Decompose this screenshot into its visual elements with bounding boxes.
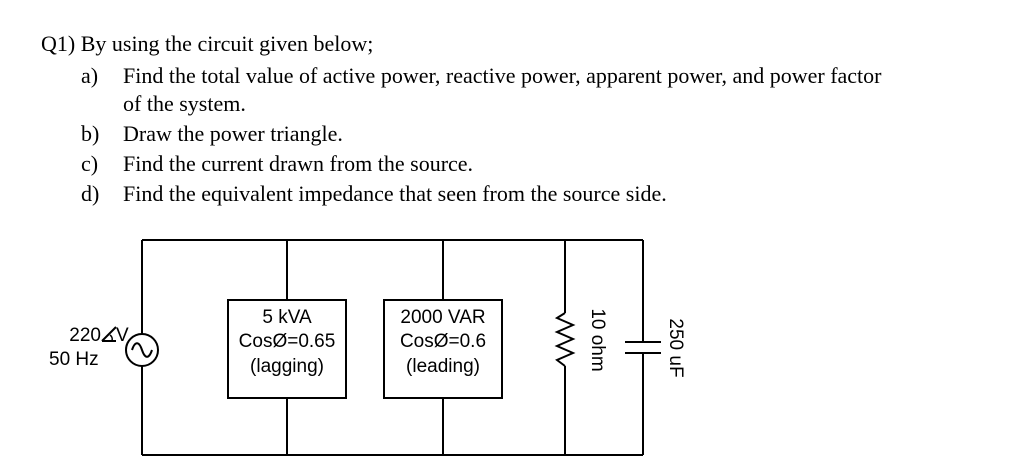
subquestion-text: Find the equivalent impedance that seen … [123,181,667,206]
subquestion-text: Draw the power triangle. [123,121,343,146]
angle-arc-icon [109,334,113,342]
source-voltage: 220 [69,325,101,346]
subquestion-letter: b) [81,121,100,146]
subquestion-text: Find the current drawn from the source. [123,151,474,176]
capacitor-label: 250 uF [665,318,686,377]
angle-icon [101,326,117,342]
ac-source-circle [125,333,159,367]
load2-power-factor: CosØ=0.6 [400,331,486,352]
load1-rating: 5 kVA [262,307,312,328]
load2-type: (leading) [406,356,480,377]
sine-wave-icon [131,342,153,358]
load1-type: (lagging) [250,356,324,377]
source-frequency: 50 Hz [49,349,99,370]
subquestion-text-continued: of the system. [123,91,246,116]
subquestion-letter: d) [81,181,100,206]
question-title: Q1) By using the circuit given below; [41,31,374,56]
source-voltage-unit: V [116,325,129,346]
subquestion-letter: a) [81,63,99,88]
subquestion-text: Find the total value of active power, re… [123,63,882,88]
load2-box [383,299,503,399]
load1-box [227,299,347,399]
load1-power-factor: CosØ=0.65 [239,331,336,352]
subquestion-letter: c) [81,151,99,176]
resistor-label: 10 ohm [587,308,608,371]
resistor-zigzag [554,312,576,367]
load2-rating: 2000 VAR [400,307,485,328]
